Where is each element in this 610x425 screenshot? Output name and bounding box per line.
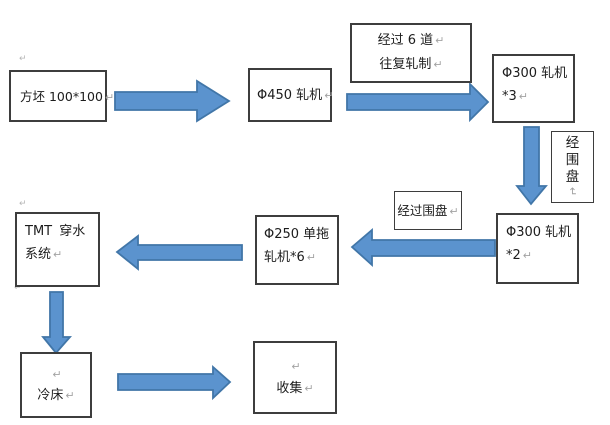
- box-tmt-line2: 系统↵: [25, 247, 63, 262]
- arrow-mill250-to-tmt-icon: [115, 234, 243, 271]
- empty-line: ↵: [289, 356, 300, 378]
- return-mark: ↵: [566, 186, 579, 197]
- return-mark: ↵: [518, 90, 528, 103]
- arrow-mill300x3-to-mill300x2-icon: [515, 126, 548, 206]
- arrow-tmt-to-cooling-bed-icon: [41, 291, 72, 355]
- empty-line: ↵: [50, 364, 61, 385]
- return-mark: ↵: [306, 251, 316, 264]
- box-collection: ↵ 收集↵: [253, 341, 337, 414]
- return-mark: ↵: [104, 90, 115, 104]
- box-tmt-system: TMT 穿水 系统↵: [15, 212, 100, 287]
- box-mill-250-line1: Φ250 单拖: [264, 227, 330, 242]
- box-cooling-bed: ↵ 冷床↵: [20, 352, 92, 418]
- return-mark: ↵: [65, 389, 75, 402]
- box-mill-450-label: Φ450 轧机↵: [257, 87, 334, 103]
- return-mark: ↵: [435, 34, 445, 47]
- paragraph-mark: ↵: [19, 199, 27, 209]
- box-billet-label: 方坯 100*100↵: [20, 88, 115, 104]
- box-mill-300-x2: Φ300 轧机 *2↵: [496, 213, 579, 284]
- box-cooling-bed-label: 冷床↵: [37, 388, 75, 403]
- box-via-coil-vertical: 经 围 盘 ↵: [551, 131, 594, 203]
- paragraph-mark: ↵: [14, 283, 22, 293]
- box-mill-300-x2-line2: *2↵: [506, 248, 532, 263]
- return-mark: ↵: [433, 58, 443, 71]
- box-mill-300-x3-line2: *3↵: [502, 89, 528, 104]
- box-mill-450: Φ450 轧机↵: [248, 68, 334, 122]
- return-mark: ↵: [449, 205, 459, 218]
- arrow-billet-to-mill450-icon: [114, 79, 231, 123]
- box-mill-300-x3: Φ300 轧机 *3↵: [492, 54, 575, 123]
- box-mill-300-x2-line1: Φ300 轧机: [506, 225, 572, 240]
- paragraph-mark: ↵: [19, 54, 27, 64]
- box-billet: 方坯 100*100↵: [9, 70, 115, 122]
- box-six-passes-line1: 经过 6 道↵: [377, 33, 445, 48]
- return-mark: ↵: [291, 359, 301, 373]
- return-mark: ↵: [522, 249, 532, 262]
- box-via-coil-label: 经过围盘↵: [397, 203, 459, 218]
- box-via-coil: 经过围盘↵: [394, 191, 462, 230]
- box-mill-250: Φ250 单拖 轧机*6↵: [255, 215, 339, 285]
- arrow-mill450-to-mill300x3-icon: [346, 81, 490, 123]
- arrow-mill300x2-to-mill250-icon: [350, 228, 496, 268]
- box-mill-300-x3-line1: Φ300 轧机: [502, 66, 568, 81]
- box-collection-label: 收集↵: [276, 380, 314, 396]
- box-tmt-line1: TMT 穿水: [25, 224, 86, 239]
- box-six-passes-line2: 往复轧制↵: [379, 57, 443, 72]
- arrow-cooling-bed-to-collection-icon: [117, 365, 232, 401]
- return-mark: ↵: [304, 381, 314, 395]
- return-mark: ↵: [324, 88, 334, 102]
- return-mark: ↵: [53, 248, 63, 261]
- return-mark: ↵: [52, 368, 62, 381]
- box-six-passes: 经过 6 道↵ 往复轧制↵: [350, 23, 472, 83]
- box-mill-250-line2: 轧机*6↵: [264, 250, 316, 265]
